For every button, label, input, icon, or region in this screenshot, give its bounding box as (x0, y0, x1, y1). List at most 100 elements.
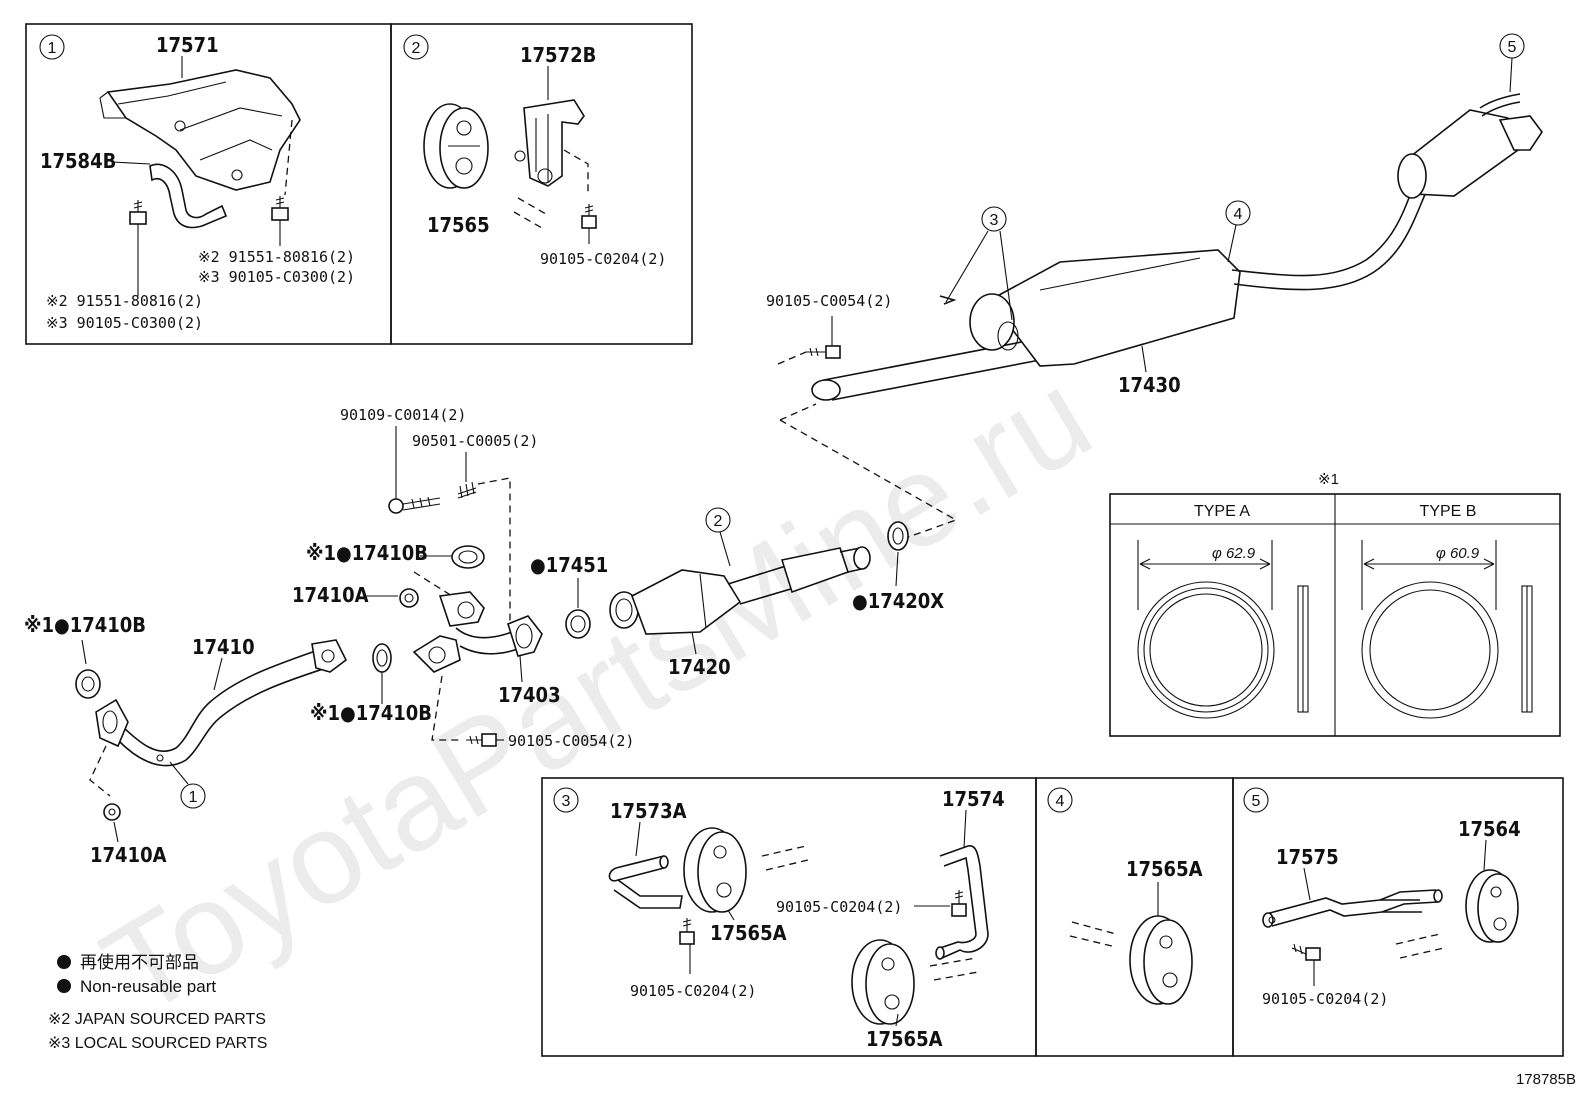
svg-text:1: 1 (189, 789, 198, 806)
hanger-rod-drawing (935, 844, 989, 960)
dimension-label: φ 62.9 (1212, 545, 1256, 562)
catalytic-converter-drawing (609, 546, 871, 635)
part-label: 17584B (40, 149, 116, 173)
hanger-rod-drawing (1262, 889, 1443, 928)
inset-number: 1 (48, 40, 57, 57)
callout-5: 5 (1499, 33, 1525, 93)
legend-text: Non-reusable part (80, 977, 216, 996)
nut-icon (399, 588, 419, 608)
legend-text: ※3 LOCAL SOURCED PARTS (48, 1035, 267, 1052)
bolt-label: ※2 91551-80816(2) (198, 248, 355, 266)
rubber-hanger-drawing (683, 827, 747, 913)
inset-3: 3 17573A 90105-C0204(2) 17565A 17574 (541, 777, 1037, 1057)
bolt-label: 90105-C0204(2) (1262, 990, 1388, 1008)
gasket-label: ●17451 (530, 553, 608, 577)
bullet-icon (57, 979, 71, 993)
part-label: 17572B (520, 43, 596, 67)
callout-circle (1243, 787, 1269, 813)
callout-3-top: 3 (939, 206, 1013, 321)
bolt-label: 90109-C0014(2) (340, 406, 466, 424)
part-label: 17410 (192, 635, 255, 659)
bolt-icon (806, 345, 841, 359)
part-label: 17403 (498, 683, 561, 707)
front-pipe-17403-drawing (412, 591, 543, 673)
hanger-rod-drawing (608, 855, 683, 909)
rubber-hanger-drawing (1465, 869, 1519, 943)
callout-circle (553, 787, 579, 813)
callout-1-main: 1 (169, 761, 206, 809)
bolt-label: 90105-C0204(2) (630, 982, 756, 1000)
gasket-label: ●17420X (852, 589, 944, 613)
bolt-icon (581, 204, 597, 229)
rubber-hanger-drawing (1129, 915, 1193, 1005)
part-label: 17565A (710, 921, 787, 945)
bolt-icon (466, 733, 497, 747)
legend-text: ※2 JAPAN SOURCED PARTS (48, 1011, 266, 1028)
inset-2: 2 17565 17572B 90105-C0204(2) (390, 23, 693, 345)
gasket-ring-icon (887, 521, 909, 551)
bolt-label: 90105-C0054(2) (766, 292, 892, 310)
inset-number: 4 (1056, 793, 1065, 810)
gasket-ring-icon (451, 545, 485, 569)
inset-4: 4 17565A (1035, 777, 1234, 1057)
inset-1: 1 17571 17584B ※2 91551-80816(2) ※3 9010… (25, 23, 392, 345)
watermark: ToyotaPartsMine.ru (79, 342, 1114, 1044)
gasket-ring-icon (75, 669, 101, 699)
part-label: 17420 (668, 655, 731, 679)
bolt-label: 90105-C0204(2) (540, 250, 666, 268)
gasket-label: ※1●17410B (24, 613, 146, 637)
bolt-label: 90105-C0204(2) (776, 898, 902, 916)
table-header: TYPE B (1420, 503, 1477, 520)
gasket-ring-icon (565, 609, 591, 639)
table-header: TYPE A (1194, 503, 1250, 520)
callout-4-top: 4 (1225, 200, 1251, 263)
legend-text: 再使用不可部品 (80, 952, 199, 972)
bolt-label: ※3 90105-C0300(2) (198, 268, 355, 286)
callout-circle (39, 34, 65, 60)
inset-5: 5 17575 90105-C0204(2) 17564 (1232, 777, 1564, 1057)
bolt-label: 90105-C0054(2) (508, 732, 634, 750)
part-label: 17564 (1458, 817, 1521, 841)
legend: 再使用不可部品 Non-reusable part ※2 JAPAN SOURC… (48, 952, 267, 1052)
bolt-icon (271, 196, 289, 221)
rubber-hanger-drawing (423, 103, 489, 189)
hanger-bracket-drawing (514, 99, 585, 187)
svg-text:3: 3 (990, 212, 999, 229)
part-label: 17573A (610, 799, 687, 823)
note-mark: ※1 (1318, 471, 1339, 488)
bracket-drawing (149, 163, 228, 229)
part-label: 17571 (156, 33, 219, 57)
bolt-icon (679, 918, 695, 945)
rear-muffler-drawing (811, 93, 1543, 401)
bolt-icon (1291, 943, 1321, 961)
gasket-label: ※1●17410B (310, 701, 432, 725)
part-label: 17410A (90, 843, 167, 867)
gasket-label: ※1●17410B (306, 541, 428, 565)
part-label: 17565A (1126, 857, 1203, 881)
svg-text:5: 5 (1508, 39, 1517, 56)
part-label: 17410A (292, 583, 369, 607)
part-label: 17574 (942, 787, 1005, 811)
callout-circle (403, 34, 429, 60)
gasket-ring-icon (372, 643, 392, 673)
bolt-label: ※2 91551-80816(2) (46, 292, 203, 310)
part-label: 17565A (866, 1027, 943, 1051)
bolt-icon (388, 496, 441, 514)
nut-icon (103, 803, 121, 821)
rubber-hanger-drawing (851, 939, 915, 1025)
flange-bolts-group: 90109-C0014(2) 90501-C0005(2) (340, 406, 538, 626)
bolt-icon (951, 890, 967, 917)
svg-text:2: 2 (714, 513, 723, 530)
part-label: 17575 (1276, 845, 1339, 869)
dimension-label: φ 60.9 (1436, 545, 1480, 562)
svg-text:4: 4 (1234, 206, 1243, 223)
inset-number: 2 (412, 40, 421, 57)
bullet-icon (57, 955, 71, 969)
spring-icon (457, 481, 477, 499)
part-label: 17565 (427, 213, 490, 237)
bolt-label: 90501-C0005(2) (412, 432, 538, 450)
inset-number: 3 (562, 793, 571, 810)
bolt-label: ※3 90105-C0300(2) (46, 314, 203, 332)
bolt-icon (129, 200, 147, 225)
